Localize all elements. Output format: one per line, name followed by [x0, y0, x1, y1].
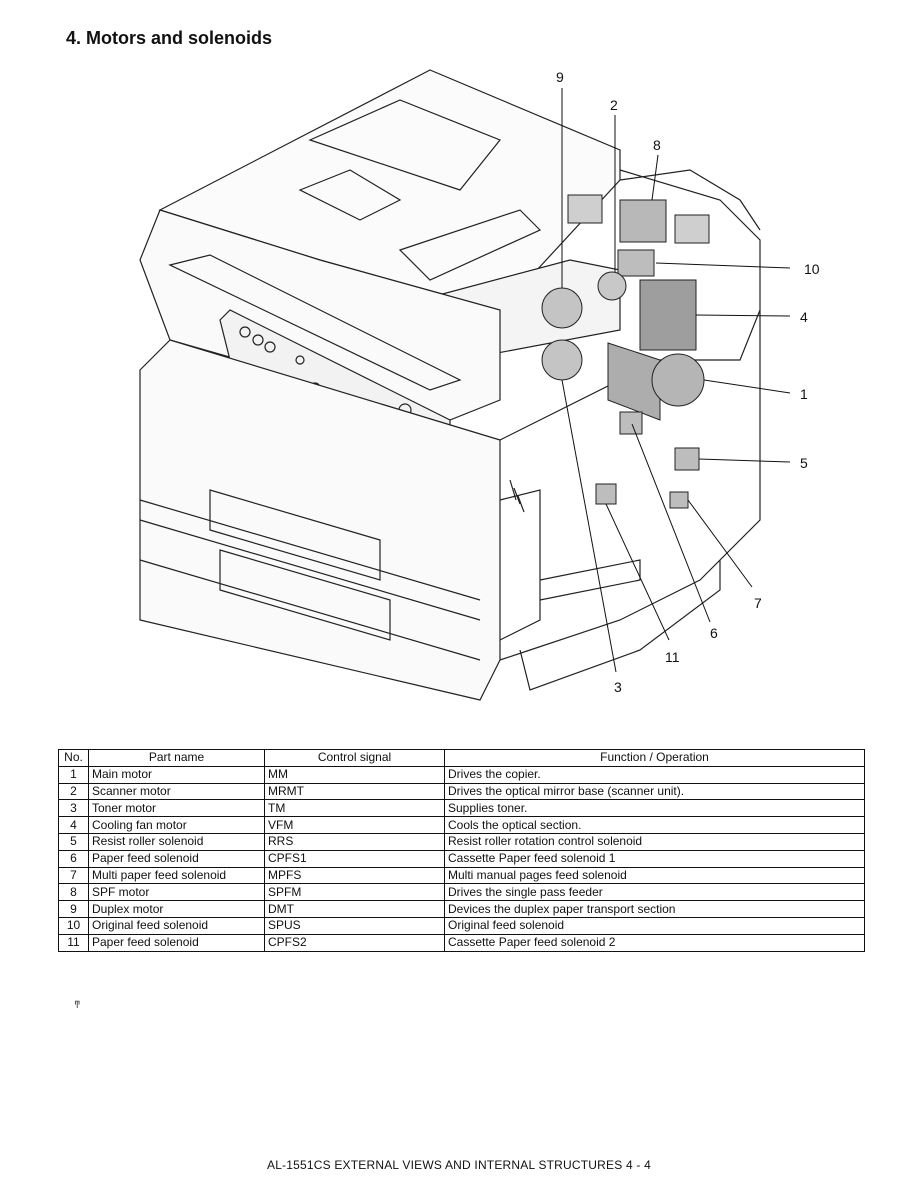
- spf-drive-part: [567, 194, 603, 224]
- cell-no: 2: [58, 782, 89, 801]
- cell-part-name: Paper feed solenoid: [88, 849, 265, 868]
- multi-feed-solenoid-part: [669, 491, 689, 509]
- cell-function: Cassette Paper feed solenoid 2: [444, 933, 865, 952]
- cell-part-name: Duplex motor: [88, 900, 265, 918]
- table-row: 6 Paper feed solenoid CPFS1 Cassette Pap…: [58, 849, 865, 868]
- cell-no: 3: [58, 799, 89, 818]
- cell-no: 11: [58, 933, 89, 952]
- callout-7: 7: [754, 595, 762, 611]
- paper-feed-solenoid-1-part: [619, 411, 643, 435]
- table-row: 5 Resist roller solenoid RRS Resist roll…: [58, 832, 865, 851]
- copier-illustration: 9 2 8 10 4 1 5 7 6 11 3: [139, 69, 820, 701]
- table-header-row: No. Part name Control signal Function / …: [58, 749, 865, 767]
- callout-8: 8: [653, 137, 661, 153]
- callout-5: 5: [800, 455, 808, 471]
- cell-function: Drives the copier.: [444, 765, 865, 784]
- table-row: 2 Scanner motor MRMT Drives the optical …: [58, 782, 865, 801]
- table-row: 11 Paper feed solenoid CPFS2 Cassette Pa…: [58, 933, 865, 952]
- page-title: 4. Motors and solenoids: [66, 28, 273, 48]
- table-row: 1 Main motor MM Drives the copier.: [58, 765, 865, 784]
- cell-no: 6: [58, 849, 89, 868]
- cell-no: 7: [58, 866, 89, 885]
- callout-6: 6: [710, 625, 718, 641]
- callout-3: 3: [614, 679, 622, 695]
- page-footer: AL-1551CS EXTERNAL VIEWS AND INTERNAL ST…: [266, 1158, 651, 1172]
- cell-function: Multi manual pages feed solenoid: [444, 866, 865, 885]
- cell-function: Drives the optical mirror base (scanner …: [444, 782, 865, 801]
- motors-solenoids-table: No. Part name Control signal Function / …: [58, 749, 865, 952]
- cell-part-name: Resist roller solenoid: [88, 832, 265, 851]
- original-feed-solenoid-part: [617, 249, 655, 277]
- header-function: Function / Operation: [444, 749, 865, 767]
- duplex-motor-part: [541, 287, 583, 329]
- callout-10: 10: [804, 261, 820, 277]
- cell-part-name: Toner motor: [88, 799, 265, 818]
- cell-part-name: Cooling fan motor: [88, 816, 265, 834]
- stray-mark: ͳ: [74, 1000, 81, 1011]
- callout-9: 9: [556, 69, 564, 85]
- cell-no: 4: [58, 816, 89, 834]
- scanner-body: [139, 209, 501, 421]
- cell-part-name: Original feed solenoid: [88, 916, 265, 935]
- callout-1: 1: [800, 386, 808, 402]
- cell-part-name: Paper feed solenoid: [88, 933, 265, 952]
- table-row: 10 Original feed solenoid SPUS Original …: [58, 916, 865, 935]
- cell-no: 10: [58, 916, 89, 935]
- cell-signal: RRS: [264, 832, 445, 851]
- cell-signal: CPFS1: [264, 849, 445, 868]
- table-row: 7 Multi paper feed solenoid MPFS Multi m…: [58, 866, 865, 885]
- cell-signal: MRMT: [264, 782, 445, 801]
- table-row: 3 Toner motor TM Supplies toner.: [58, 799, 865, 818]
- cell-signal: CPFS2: [264, 933, 445, 952]
- cell-signal: SPFM: [264, 883, 445, 902]
- cell-signal: DMT: [264, 900, 445, 918]
- table-row: 4 Cooling fan motor VFM Cools the optica…: [58, 816, 865, 834]
- cell-no: 8: [58, 883, 89, 902]
- spf-motor-part: [619, 199, 667, 243]
- cell-part-name: SPF motor: [88, 883, 265, 902]
- table-row: 8 SPF motor SPFM Drives the single pass …: [58, 883, 865, 902]
- cooling-fan-part: [639, 279, 697, 351]
- header-part-name: Part name: [88, 749, 265, 767]
- main-motor-part: [607, 342, 661, 421]
- toner-motor-part: [541, 339, 583, 381]
- scanner-motor-part: [597, 271, 627, 301]
- cell-signal: SPUS: [264, 916, 445, 935]
- cell-function: Resist roller rotation control solenoid: [444, 832, 865, 851]
- cell-part-name: Multi paper feed solenoid: [88, 866, 265, 885]
- cell-function: Supplies toner.: [444, 799, 865, 818]
- paper-feed-solenoid-2-part: [595, 483, 617, 505]
- header-no: No.: [58, 749, 89, 767]
- cell-function: Cools the optical section.: [444, 816, 865, 834]
- callout-11: 11: [665, 649, 680, 665]
- header-control-signal: Control signal: [264, 749, 445, 767]
- cell-no: 9: [58, 900, 89, 918]
- cell-no: 5: [58, 832, 89, 851]
- cell-signal: TM: [264, 799, 445, 818]
- cell-signal: MM: [264, 765, 445, 784]
- cell-function: Original feed solenoid: [444, 916, 865, 935]
- cell-function: Devices the duplex paper transport secti…: [444, 900, 865, 918]
- cell-no: 1: [58, 765, 89, 784]
- cell-part-name: Scanner motor: [88, 782, 265, 801]
- cell-part-name: Main motor: [88, 765, 265, 784]
- cell-function: Drives the single pass feeder: [444, 883, 865, 902]
- cell-function: Cassette Paper feed solenoid 1: [444, 849, 865, 868]
- cell-signal: VFM: [264, 816, 445, 834]
- callout-2: 2: [610, 97, 618, 113]
- table-row: 9 Duplex motor DMT Devices the duplex pa…: [58, 900, 865, 918]
- cell-signal: MPFS: [264, 866, 445, 885]
- resist-roller-solenoid-part: [674, 447, 700, 471]
- callout-4: 4: [800, 309, 808, 325]
